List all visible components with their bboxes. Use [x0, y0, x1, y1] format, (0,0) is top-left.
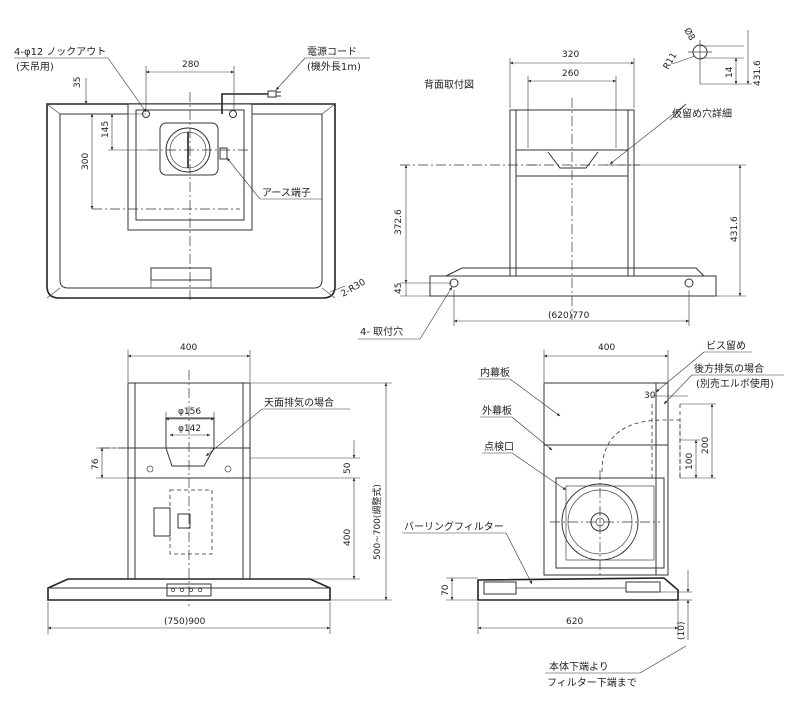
dim-260: 260 — [562, 69, 579, 79]
dim-45: 45 — [394, 283, 404, 294]
fan-motor-front — [169, 489, 213, 555]
side-view: 400 30 100 200 70 620 (10) 内幕板 外幕板 — [402, 339, 784, 689]
detail-14: 14 — [725, 66, 735, 78]
back-view: 背面取付図 320 260 372.6 45 — [358, 26, 763, 340]
fan-area-side — [555, 477, 665, 569]
inner-panel — [543, 382, 669, 576]
front-dim-width: (750)900 — [164, 617, 206, 627]
side-dim-400: 400 — [598, 343, 615, 353]
control-panel-top — [150, 267, 212, 281]
dim-50: 50 — [343, 462, 353, 474]
mount-holes-label: 4- 取付穴 — [360, 325, 403, 338]
back-view-title: 背面取付図 — [424, 78, 474, 91]
power-cord-label: 電源コード — [307, 45, 357, 58]
hood-top-inner — [59, 113, 323, 289]
power-cord — [221, 93, 268, 114]
top-view: 280 35 145 300 4-φ12 ノックアウト (天吊用) 電源コード … — [14, 45, 370, 300]
detail-r11: R11 — [662, 51, 680, 71]
dim-200: 200 — [701, 437, 711, 454]
dim-620: 620 — [566, 617, 583, 627]
dim-back-width: (620)770 — [548, 311, 590, 321]
hood-top-outline — [46, 103, 336, 299]
corner-radius-label: 2-R30 — [340, 277, 368, 299]
dim-height: 500~700(調整式) — [371, 484, 383, 560]
hood-body-side — [477, 577, 679, 601]
dim-10: (10) — [677, 622, 687, 640]
detail-label: 仮留め穴詳細 — [672, 107, 732, 120]
dim-300: 300 — [81, 153, 91, 170]
front-dim-400-h: 400 — [343, 529, 353, 546]
outer-panel-label: 外幕板 — [482, 404, 512, 417]
ground-label: アース端子 — [262, 186, 311, 199]
baffle-filter — [483, 581, 517, 595]
dim-30: 30 — [644, 391, 656, 401]
mount-hole-right — [684, 278, 694, 288]
hood-body-back — [429, 275, 717, 297]
dim-145: 145 — [101, 121, 111, 138]
front-view: 400 φ156 φ142 76 50 400 500~700(調整式) (75… — [47, 343, 392, 634]
fan-housing-top — [159, 122, 219, 176]
dim-372-6: 372.6 — [394, 209, 404, 235]
inspection-port-label: 点検口 — [484, 440, 514, 453]
filter-label: バーリングフィルター — [404, 520, 504, 533]
dim-70: 70 — [441, 584, 451, 596]
dim-76: 76 — [91, 458, 101, 470]
screw-label: ビス留め — [706, 339, 746, 352]
rear-exhaust-elbow — [601, 419, 681, 478]
rear-exhaust-label: 後方排気の場合 — [694, 362, 764, 375]
detail-431-6: 431.6 — [753, 60, 763, 86]
dim-431-6: 431.6 — [730, 216, 740, 242]
rear-exhaust-sub: (別売エルボ使用) — [696, 377, 774, 390]
power-cord-sub: (機外長1m) — [307, 60, 361, 73]
dim-320: 320 — [562, 50, 579, 60]
knockout-sub: (天吊用) — [16, 61, 54, 73]
knockout-label: 4-φ12 ノックアウト — [14, 46, 106, 58]
dim-35: 35 — [73, 77, 83, 88]
dim-280: 280 — [182, 60, 199, 70]
detail-d8: Ø8 — [681, 26, 697, 43]
ground-terminal — [219, 147, 228, 160]
filter-note-2: フィルター下端まで — [547, 676, 637, 689]
dim-142: φ142 — [178, 424, 201, 434]
top-exhaust-label: 天面排気の場合 — [264, 396, 334, 409]
dim-156: φ156 — [178, 407, 201, 417]
inner-panel-label: 内幕板 — [480, 366, 510, 379]
dim-100: 100 — [685, 453, 695, 470]
filter-note-1: 本体下端より — [549, 660, 609, 673]
front-dim-400: 400 — [180, 343, 197, 353]
